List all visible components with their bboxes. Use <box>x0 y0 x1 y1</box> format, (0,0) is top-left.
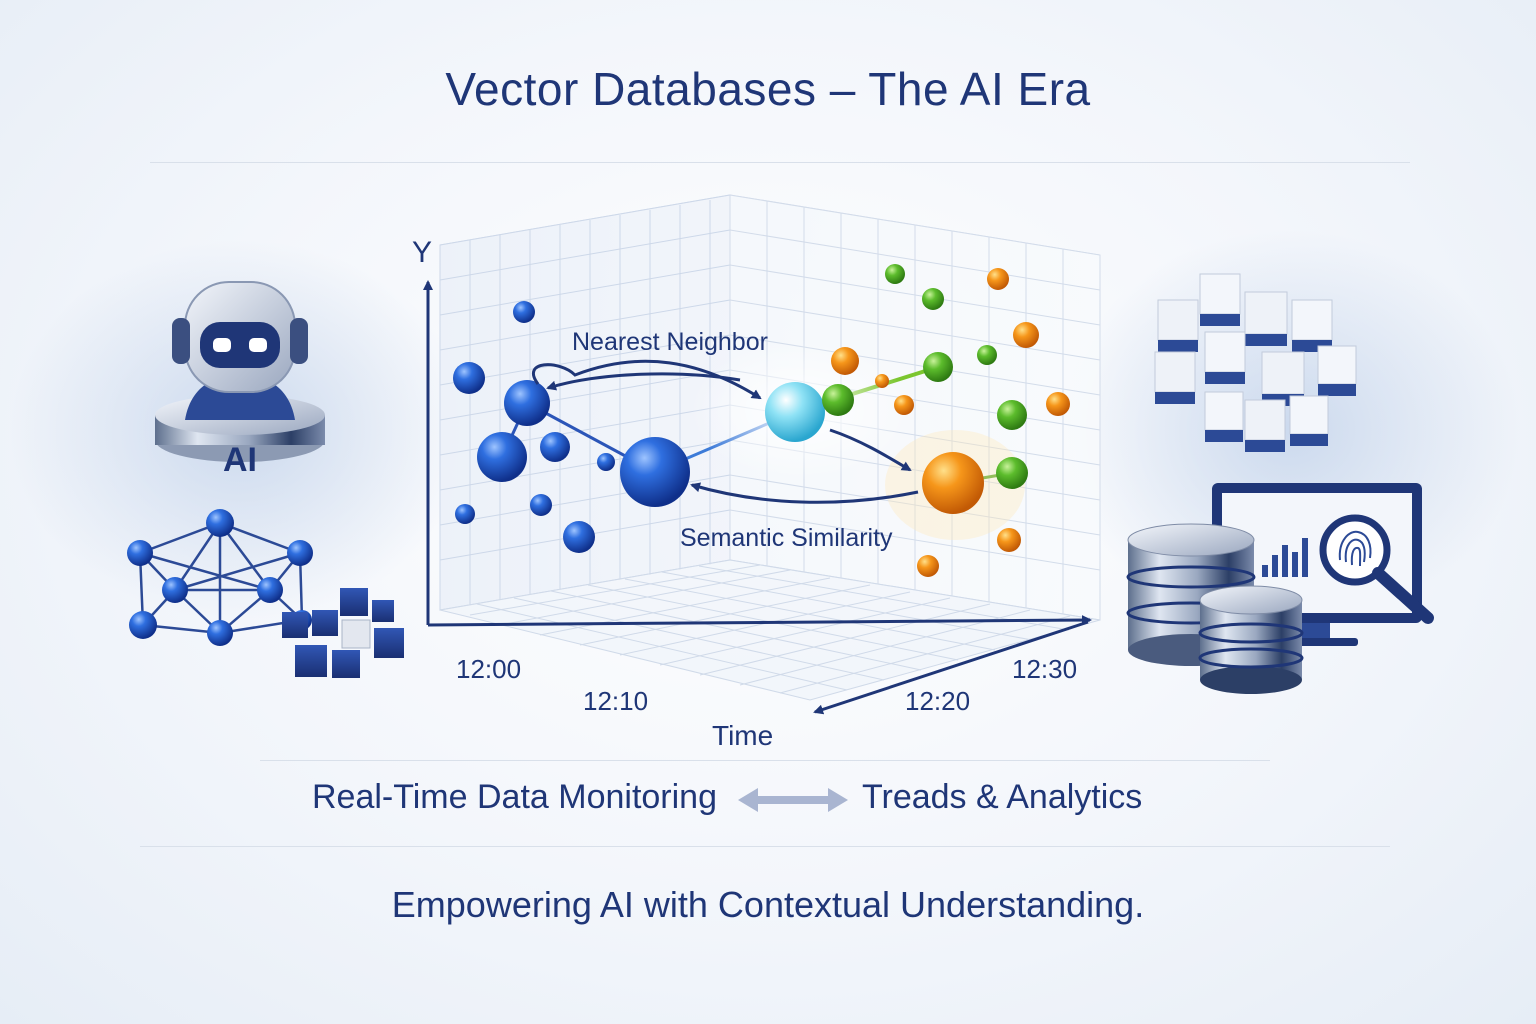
blue-point <box>563 521 595 553</box>
cube <box>282 612 308 638</box>
ai-robot: AI <box>155 281 325 479</box>
network-node <box>207 620 233 646</box>
orange-point <box>1046 392 1070 416</box>
divider-top <box>150 162 1410 163</box>
network-node <box>127 540 153 566</box>
cube <box>312 610 338 636</box>
blue-point <box>540 432 570 462</box>
cube <box>332 650 360 678</box>
cube <box>341 619 371 649</box>
green-point <box>997 400 1027 430</box>
blue-hub-point <box>620 437 690 507</box>
orange-point <box>1013 322 1039 348</box>
nearest-neighbor-arrow-back <box>546 372 741 391</box>
cube <box>340 588 368 616</box>
x-axis-right <box>427 615 1092 627</box>
blue-point <box>477 432 527 482</box>
orange-point <box>997 528 1021 552</box>
network-node <box>287 540 313 566</box>
data-cubes-left <box>282 588 404 678</box>
cube <box>1291 299 1333 352</box>
similarity-arrow-back <box>690 482 919 504</box>
blue-point <box>453 362 485 394</box>
time-tick-1220: 12:20 <box>905 686 970 716</box>
robot-eye-left <box>213 338 231 352</box>
robot-visor <box>200 322 280 368</box>
fingerprint-icon <box>1338 530 1372 567</box>
magnifier-icon <box>1319 514 1391 586</box>
time-tick-1200: 12:00 <box>456 654 521 684</box>
orange-point <box>875 374 889 388</box>
tagline: Empowering AI with Contextual Understand… <box>391 884 1145 925</box>
robot-badge-label: AI <box>223 441 257 479</box>
cube <box>1154 351 1196 404</box>
double-arrow-icon <box>738 788 848 812</box>
divider-bottom <box>140 846 1390 847</box>
y-axis-label: Y <box>412 236 432 269</box>
cube <box>295 645 327 677</box>
cube <box>1199 273 1241 326</box>
cyan-query-point <box>765 382 825 442</box>
x-axis-label: Time <box>712 720 773 751</box>
cube <box>374 628 404 658</box>
mini-bar-chart <box>1262 538 1308 577</box>
cube <box>372 600 394 622</box>
nearest-neighbor-label: Nearest Neighbor <box>572 328 768 356</box>
database-icon-small <box>1198 585 1304 694</box>
orange-hub-point <box>922 452 984 514</box>
green-point <box>822 384 854 416</box>
realtime-monitoring-label: Real-Time Data Monitoring <box>312 778 717 816</box>
data-cubes-right <box>1154 273 1357 452</box>
orange-cluster <box>831 268 1070 577</box>
orange-point <box>917 555 939 577</box>
cube <box>1244 399 1286 452</box>
orange-point <box>894 395 914 415</box>
network-node <box>162 577 188 603</box>
cube <box>1204 391 1244 442</box>
magnifier-handle <box>1372 567 1434 624</box>
divider-middle <box>260 760 1270 761</box>
robot-eye-right <box>249 338 267 352</box>
blue-cluster <box>453 301 690 553</box>
time-tick-1230: 12:30 <box>1012 654 1077 684</box>
blue-point <box>504 380 550 426</box>
orange-point <box>831 347 859 375</box>
nearest-neighbor-arrow <box>532 359 762 400</box>
green-point <box>977 345 997 365</box>
cube <box>1244 291 1288 346</box>
green-point <box>923 352 953 382</box>
green-point <box>996 457 1028 489</box>
cube <box>1289 395 1329 446</box>
green-cluster <box>822 264 1028 489</box>
network-node <box>206 509 234 537</box>
trends-analytics-label: Treads & Analytics <box>862 778 1143 816</box>
blue-point <box>597 453 615 471</box>
green-point <box>922 288 944 310</box>
similarity-arrow-forward <box>829 428 912 472</box>
blue-point <box>530 494 552 516</box>
blue-point <box>513 301 535 323</box>
time-axis <box>813 620 1089 715</box>
semantic-similarity-label: Semantic Similarity <box>680 524 893 552</box>
bottom-row: Real-Time Data Monitoring Treads & Analy… <box>0 778 1536 826</box>
time-tick-1210: 12:10 <box>583 686 648 716</box>
page-title: Vector Databases – The AI Era <box>445 63 1091 115</box>
orange-point <box>987 268 1009 290</box>
robot-ear-right <box>290 318 308 364</box>
green-point <box>885 264 905 284</box>
cube <box>1204 331 1246 384</box>
network-node <box>129 611 157 639</box>
blue-point <box>455 504 475 524</box>
vector-chart: Y Time 12:00 12:10 12:20 12:30 <box>412 194 1101 751</box>
network-node <box>257 577 283 603</box>
cube <box>1317 345 1357 396</box>
monitor-stand <box>1300 623 1330 641</box>
robot-ear-left <box>172 318 190 364</box>
cube <box>1157 299 1199 352</box>
